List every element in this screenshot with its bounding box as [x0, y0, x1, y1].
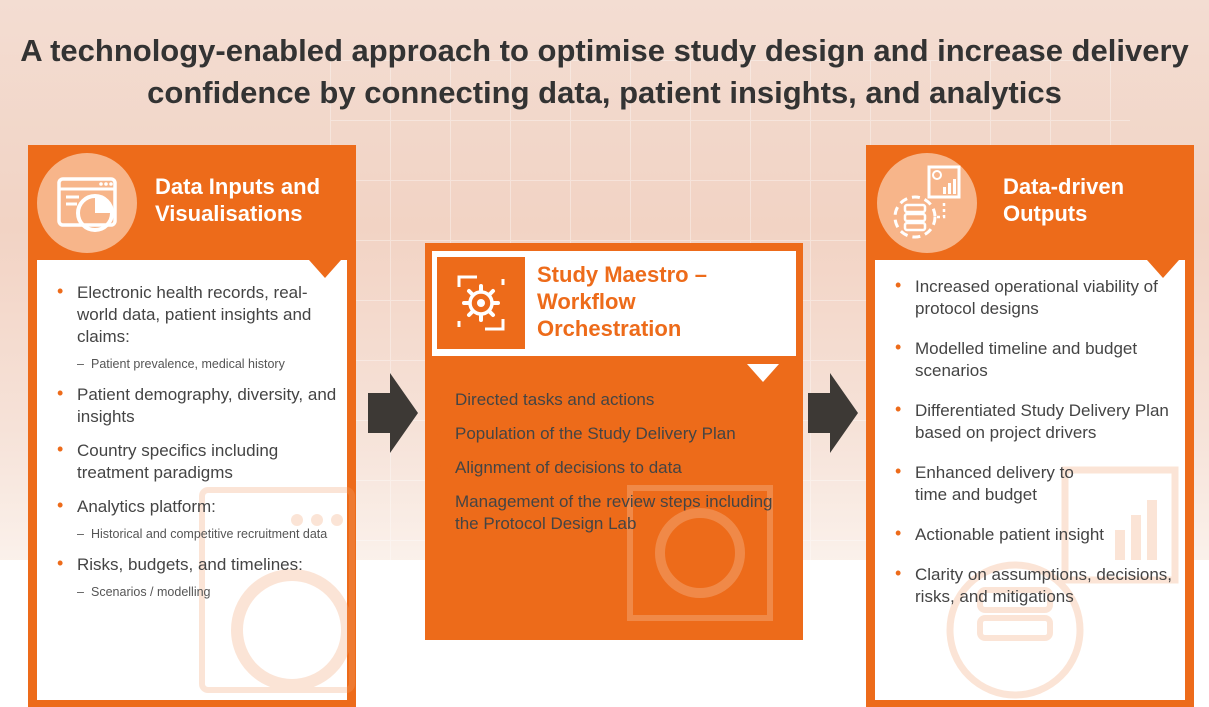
browser-pie-chart-watermark-icon	[199, 487, 355, 693]
arrow-right-icon	[808, 373, 858, 453]
right-list: •Increased operational viability of prot…	[895, 275, 1180, 620]
left-list: •Electronic health records, real-world d…	[57, 281, 342, 612]
list-item: •Actionable patient insight	[895, 523, 1105, 544]
list-item: •Increased operational viability of prot…	[895, 275, 1158, 318]
list-item: •Modelled timeline and budget scenarios	[895, 337, 1138, 380]
sub-item: –Historical and competitive recruitment …	[77, 527, 328, 541]
right-heading: Data-driven Outputs	[1003, 174, 1125, 226]
center-heading: Study Maestro – Workflow Orchestration	[537, 262, 707, 341]
list-item: •Clarity on assumptions, decisions, risk…	[895, 563, 1173, 606]
browser-pie-chart-icon	[57, 177, 117, 232]
list-item: •Alignment of decisions to data	[435, 456, 682, 477]
list-item: •Electronic health records, real-world d…	[57, 281, 342, 372]
sub-item: –Scenarios / modelling	[77, 585, 211, 599]
right-notch	[1147, 260, 1179, 278]
list-item: •Differentiated Study Delivery Plan base…	[895, 399, 1169, 442]
center-icon-box	[437, 257, 525, 349]
list-item: •Management of the review steps includin…	[435, 490, 773, 533]
left-heading: Data Inputs and Visualisations	[155, 174, 321, 226]
list-item: •Country specifics including treatment p…	[57, 439, 279, 482]
list-item: •Risks, budgets, and timelines: –Scenari…	[57, 553, 342, 600]
left-notch	[309, 260, 341, 278]
list-item: •Patient demography, diversity, and insi…	[57, 383, 337, 426]
dashboard-database-watermark-icon	[946, 466, 1179, 699]
list-item: •Enhanced delivery to time and budget	[895, 461, 1074, 504]
center-list: •Directed tasks and actions •Population …	[435, 388, 790, 547]
list-item: •Population of the Study Delivery Plan	[435, 422, 736, 443]
left-panel-body: •Electronic health records, real-world d…	[37, 260, 355, 700]
center-header-box: Study Maestro – Workflow Orchestration	[432, 251, 796, 356]
list-item: •Directed tasks and actions	[435, 388, 655, 409]
right-icon-circle	[877, 153, 977, 253]
left-icon-circle	[37, 153, 137, 253]
center-panel: Study Maestro – Workflow Orchestration •…	[425, 243, 803, 640]
dashboard-database-icon	[893, 165, 961, 239]
sub-item: –Patient prevalence, medical history	[77, 357, 285, 371]
page-title: A technology-enabled approach to optimis…	[20, 33, 1189, 110]
gear-cycle-watermark-icon	[627, 485, 773, 621]
arrow-right-icon	[368, 373, 418, 453]
right-panel-body: •Increased operational viability of prot…	[875, 260, 1185, 700]
center-notch	[747, 364, 779, 382]
list-item: •Analytics platform: –Historical and com…	[57, 495, 342, 542]
gear-cycle-icon	[457, 275, 505, 331]
